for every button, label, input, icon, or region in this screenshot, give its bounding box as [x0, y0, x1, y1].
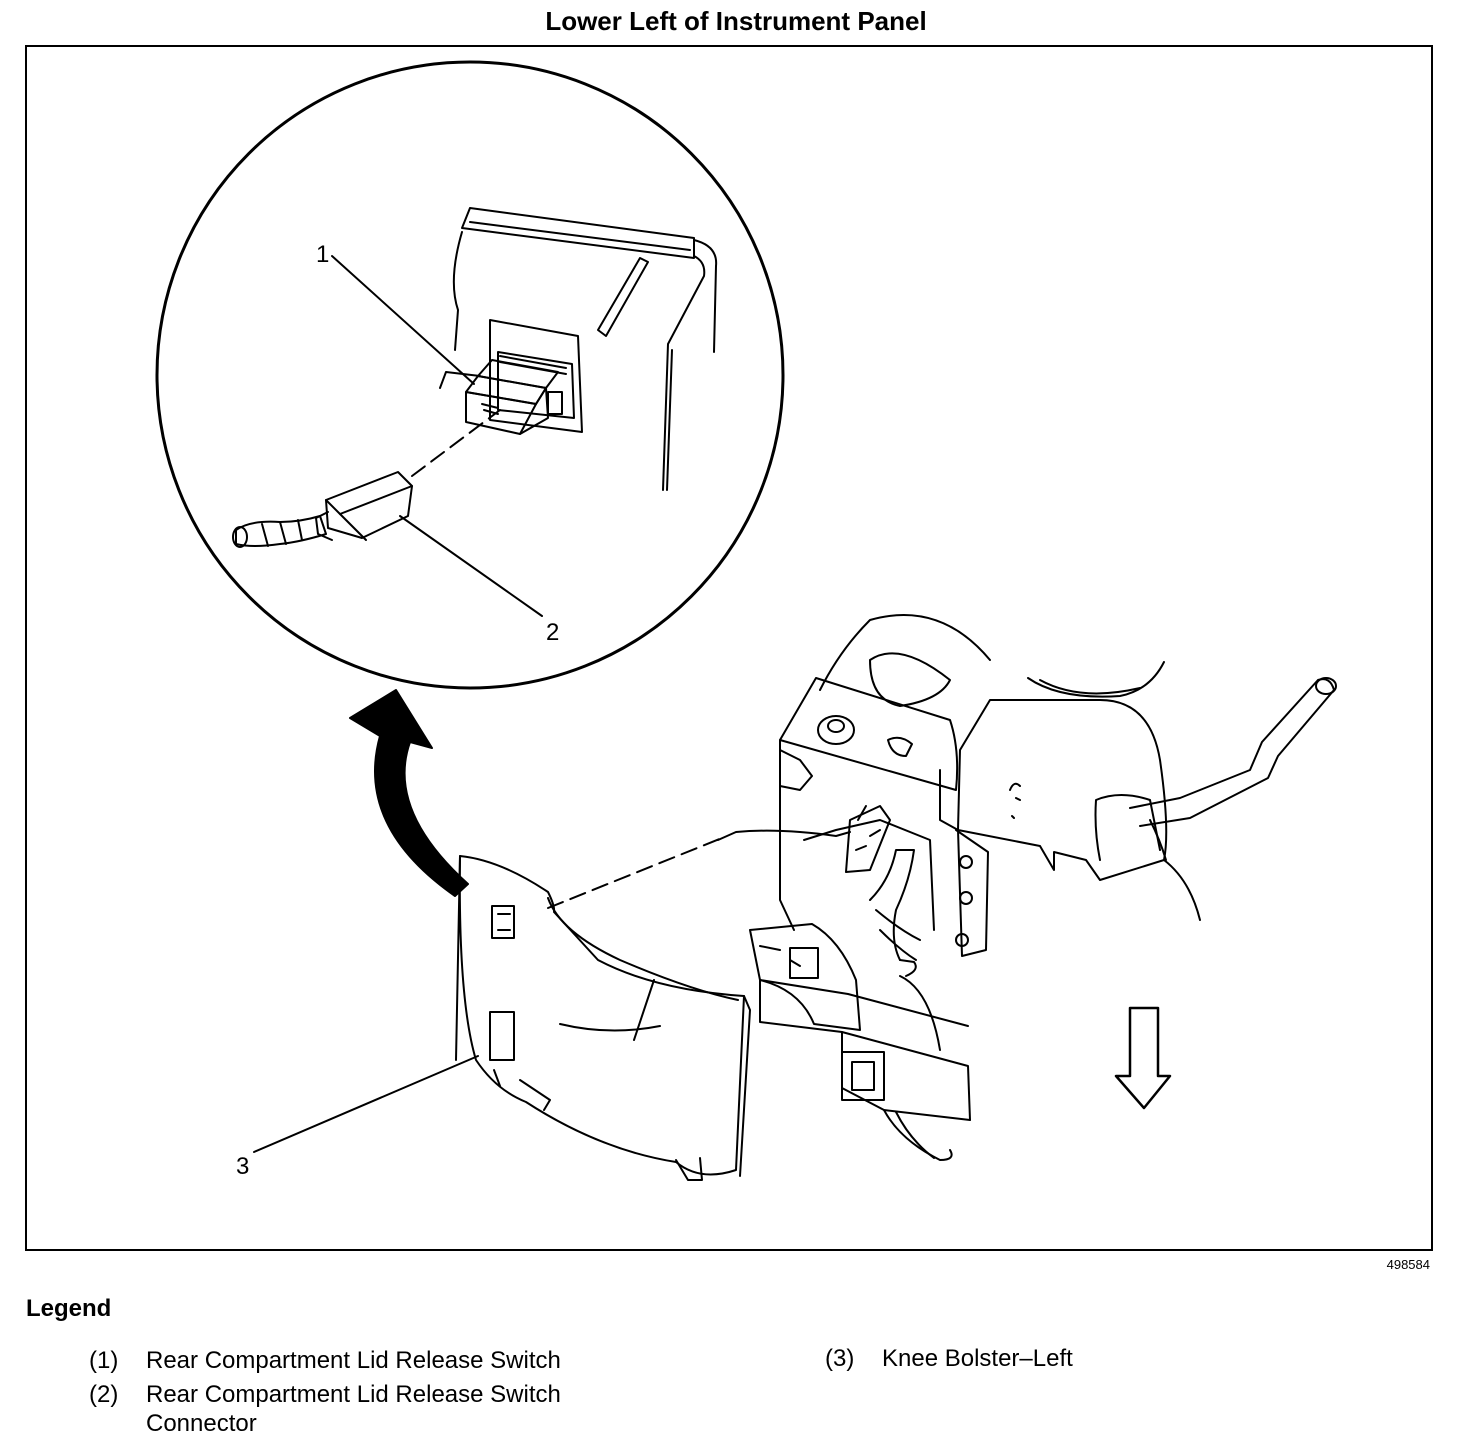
legend-text: Rear Compartment Lid Release Switch — [146, 1347, 561, 1374]
callout-3: 3 — [236, 1153, 249, 1180]
down-arrow — [1114, 1006, 1172, 1110]
legend-text: Knee Bolster–Left — [882, 1345, 1073, 1372]
detail-view — [155, 60, 785, 690]
legend-number: (2) — [89, 1381, 119, 1408]
legend-heading: Legend — [26, 1295, 112, 1322]
leader-line-3 — [253, 1055, 479, 1153]
callout-1: 1 — [316, 241, 329, 268]
alignment-line — [411, 409, 501, 477]
detail-circle — [155, 60, 785, 690]
leader-line-2 — [399, 515, 543, 617]
wiring-harness — [235, 515, 327, 547]
diagram-title: Lower Left of Instrument Panel — [545, 6, 927, 36]
legend-number: (3) — [825, 1345, 855, 1372]
knee-bolster-drawing — [455, 855, 751, 1181]
connector-body — [325, 471, 413, 539]
callout-2: 2 — [546, 619, 559, 646]
legend-item-3: (3) Knee Bolster–Left — [825, 1344, 1245, 1374]
legend-item-1: (1) Rear Compartment Lid Release Switch — [89, 1346, 709, 1376]
figure-id: 498584 — [1386, 1257, 1430, 1272]
instrument-panel-structure — [749, 614, 1337, 1161]
legend-text: Rear Compartment Lid Release Switch Conn… — [146, 1381, 561, 1437]
illustration-frame — [25, 45, 1433, 1251]
legend-number: (1) — [89, 1347, 119, 1374]
legend-item-2: (2) Rear Compartment Lid Release Switch … — [89, 1380, 649, 1440]
leader-line-1 — [331, 255, 475, 385]
removal-arrow — [349, 689, 469, 897]
